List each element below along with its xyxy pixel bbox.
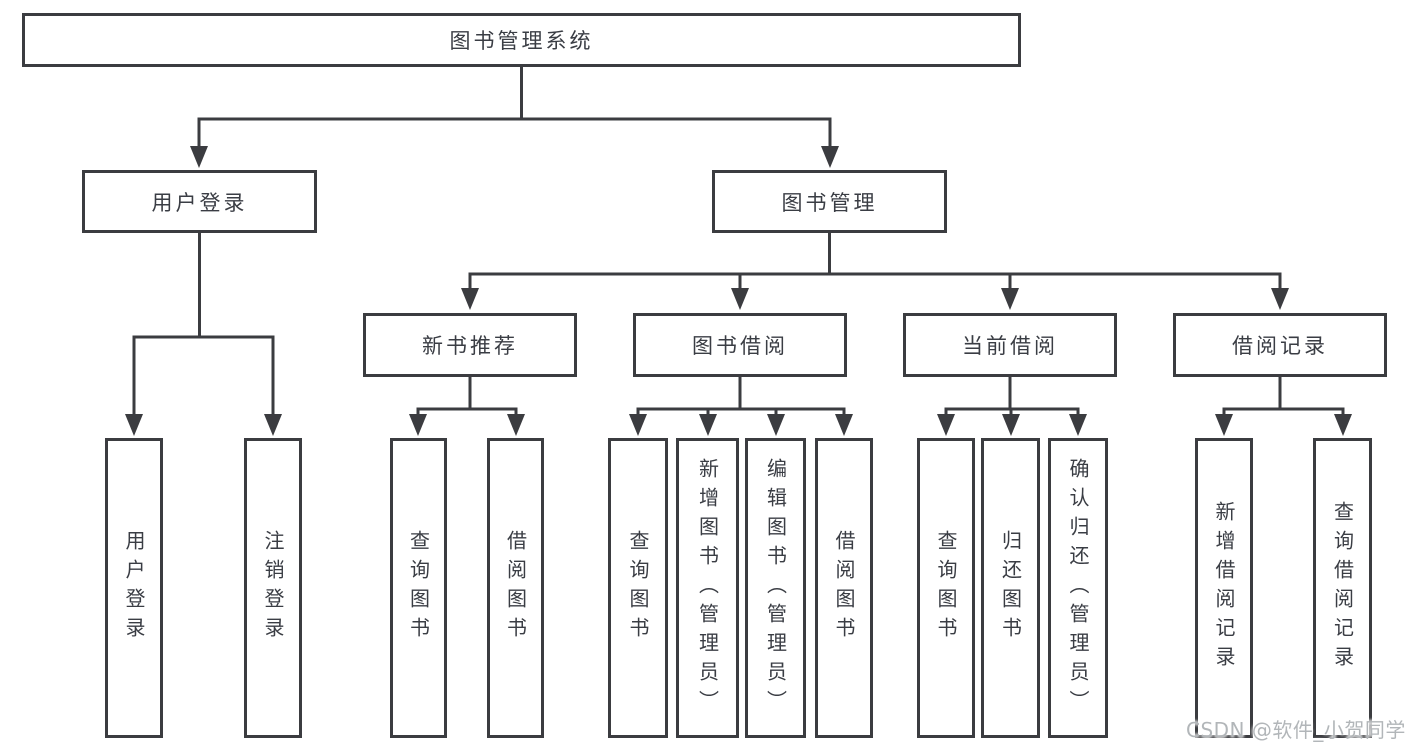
leaf-label: 查询借阅记录 xyxy=(1330,501,1355,675)
leaf-label: 用户登录 xyxy=(122,530,146,646)
node-label: 图书管理系统 xyxy=(449,29,594,53)
leaf-add-borrow-record: 新增借阅记录 xyxy=(1195,438,1253,738)
leaf-confirm-return-admin: 确认归还（管理员） xyxy=(1048,438,1108,738)
leaf-query-books-borrow: 查询图书 xyxy=(608,438,668,738)
node-label: 图书管理 xyxy=(781,190,878,215)
leaf-label: 新增图书（管理员） xyxy=(695,457,720,719)
node-library-system: 图书管理系统 xyxy=(22,13,1021,67)
leaf-label: 查询图书 xyxy=(934,530,958,646)
node-borrow-records: 借阅记录 xyxy=(1173,313,1387,377)
node-book-borrow: 图书借阅 xyxy=(633,313,847,377)
leaf-query-books-current: 查询图书 xyxy=(917,438,975,738)
leaf-label: 新增借阅记录 xyxy=(1212,501,1236,675)
node-user-login: 用户登录 xyxy=(82,170,317,233)
node-label: 借阅记录 xyxy=(1232,334,1328,358)
node-label: 当前借阅 xyxy=(962,334,1058,358)
leaf-query-books-recommend: 查询图书 xyxy=(390,438,447,738)
leaf-query-borrow-record: 查询借阅记录 xyxy=(1313,438,1372,738)
leaf-borrow-books-recommend: 借阅图书 xyxy=(487,438,544,738)
leaf-logout: 注销登录 xyxy=(244,438,302,738)
leaf-label: 查询图书 xyxy=(406,530,431,646)
node-label: 新书推荐 xyxy=(422,334,518,358)
node-current-borrow: 当前借阅 xyxy=(903,313,1117,377)
node-new-book-recommend: 新书推荐 xyxy=(363,313,577,377)
leaf-label: 借阅图书 xyxy=(503,530,528,646)
leaf-label: 编辑图书（管理员） xyxy=(763,457,788,719)
leaf-label: 归还图书 xyxy=(998,530,1023,646)
leaf-return-books: 归还图书 xyxy=(981,438,1040,738)
node-label: 用户登录 xyxy=(151,190,248,215)
leaf-label: 确认归还（管理员） xyxy=(1066,457,1090,719)
node-label: 图书借阅 xyxy=(692,334,788,358)
csdn-watermark: CSDN @软件_小贺同学 xyxy=(1186,718,1405,742)
leaf-edit-book-admin: 编辑图书（管理员） xyxy=(745,438,806,738)
leaf-borrow-books: 借阅图书 xyxy=(815,438,873,738)
node-book-management: 图书管理 xyxy=(712,170,947,233)
leaf-label: 注销登录 xyxy=(261,530,285,646)
arrowheads xyxy=(125,146,1352,436)
leaf-label: 查询图书 xyxy=(626,530,650,646)
leaf-add-book-admin: 新增图书（管理员） xyxy=(676,438,739,738)
leaf-label: 借阅图书 xyxy=(832,530,856,646)
leaf-user-login: 用户登录 xyxy=(105,438,163,738)
